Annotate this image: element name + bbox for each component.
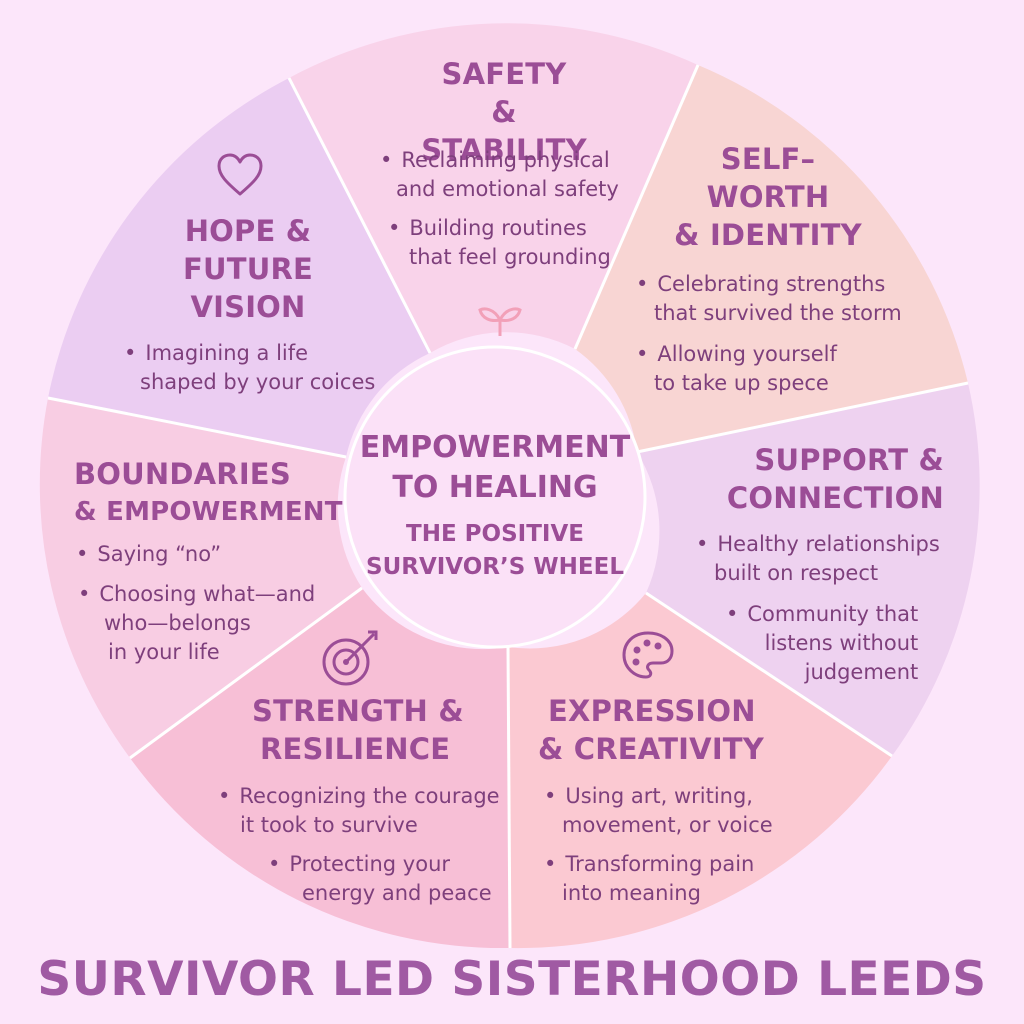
segment-title-strength: STRENGTH & RESILIENCE	[252, 694, 464, 766]
center-subtitle: THE POSITIVE SURVIVOR’S WHEEL	[366, 521, 624, 580]
center-title: EMPOWERMENT TO HEALING	[359, 430, 631, 505]
wedge-support	[637, 383, 980, 756]
bullet-expression-1: Using art, writing, movement, or voice	[544, 782, 773, 840]
bullet-safety-1: Reclaiming physical and emotional safety	[380, 146, 619, 204]
segment-title-self-worth: SELF– WORTH & IDENTITY	[674, 142, 862, 252]
bullet-self-worth-2: Allowing yourself to take up spece	[636, 340, 837, 398]
bullet-support-1: Healthy relationships built on respect	[696, 530, 940, 588]
wedge-boundaries	[39, 398, 363, 758]
bullet-expression-2: Transforming pain into meaning	[544, 850, 754, 908]
bullet-hope-1: Imagining a life shaped by your coices	[124, 339, 375, 397]
palette-icon	[622, 631, 674, 679]
segment-title-support: SUPPORT & CONNECTION	[726, 443, 944, 515]
bullet-boundaries-2: Choosing what—and who—belongs in your li…	[78, 580, 315, 667]
sprout-icon	[478, 307, 522, 336]
segment-title-expression: EXPRESSION & CREATIVITY	[538, 694, 764, 766]
segment-title-boundaries: BOUNDARIES & EMPOWERMENT	[74, 457, 343, 527]
bullet-strength-1: Recognizing the courage it took to survi…	[218, 782, 499, 840]
target-icon	[322, 630, 378, 686]
bullet-safety-2: Building routines that feel grounding	[388, 214, 611, 272]
bullet-self-worth-1: Celebrating strengths that survived the …	[636, 270, 902, 328]
wedge-safety	[289, 23, 698, 353]
center-hub	[343, 345, 647, 649]
footer-organization-name: SURVIVOR LED SISTERHOOD LEEDS	[37, 952, 987, 1007]
heart-icon	[217, 153, 263, 196]
bullet-support-2: Community that listens without judgement	[726, 600, 918, 687]
wedge-dividers	[47, 64, 969, 949]
segment-title-hope: HOPE & FUTURE VISION	[182, 214, 314, 324]
bullet-boundaries-1: Saying “no”	[76, 540, 221, 569]
bullet-strength-2: Protecting your energy and peace	[268, 850, 491, 908]
